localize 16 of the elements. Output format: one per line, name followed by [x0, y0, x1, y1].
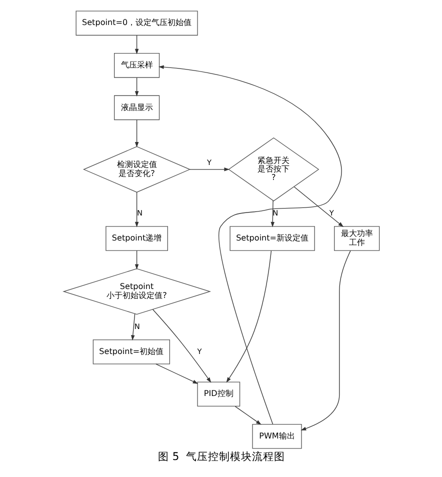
arrow [226, 250, 272, 383]
arrow [130, 313, 135, 340]
arrow [152, 309, 211, 383]
arrow [234, 406, 261, 425]
caption: 图 5 气压控制模块流程图 [157, 450, 285, 463]
arrow [270, 200, 274, 228]
arrow [155, 364, 198, 384]
arrow [134, 35, 138, 54]
arrow [134, 250, 138, 270]
arrow [134, 192, 138, 228]
arrow [134, 77, 138, 97]
arrow [134, 120, 138, 148]
arrow [293, 186, 344, 227]
arrow [300, 250, 350, 430]
arrow [158, 65, 342, 424]
arrow [189, 168, 230, 172]
